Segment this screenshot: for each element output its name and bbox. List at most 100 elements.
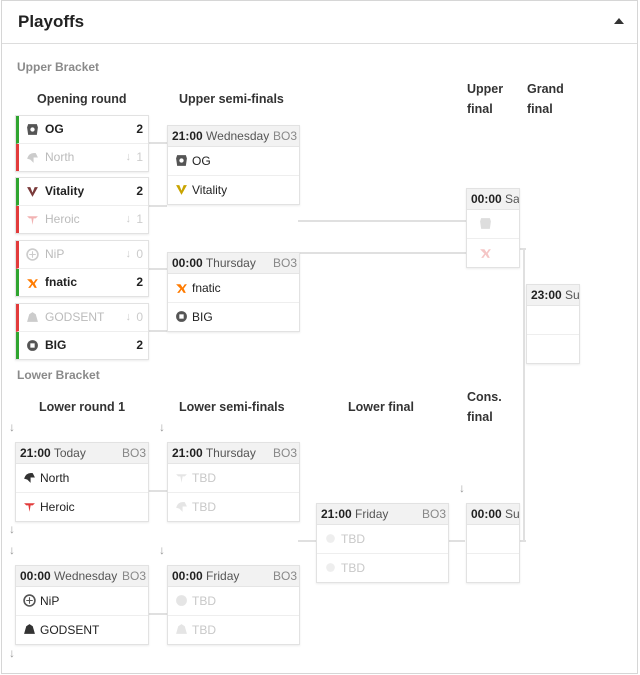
- match-format: BO3: [421, 507, 446, 521]
- download-icon: ↓: [125, 151, 132, 163]
- team-row[interactable]: BIG: [168, 303, 299, 331]
- team-row[interactable]: OG: [168, 147, 299, 176]
- nip-logo-icon: [23, 594, 36, 607]
- match-header: 00:00 Sat: [467, 189, 519, 210]
- connector-line: [523, 248, 525, 542]
- nip-logo-icon: [26, 248, 39, 261]
- team-row[interactable]: [467, 554, 519, 582]
- team-row[interactable]: [467, 210, 519, 239]
- opening-match-3[interactable]: NiP ↓ 0 fnatic 2: [15, 240, 149, 297]
- team-row[interactable]: TBD: [168, 493, 299, 521]
- match-format: BO3: [272, 256, 297, 270]
- team-row[interactable]: fnatic: [168, 274, 299, 303]
- match-time: 23:00: [531, 288, 562, 302]
- match-format: BO3: [121, 446, 146, 460]
- match-day: Sun: [505, 507, 519, 521]
- match-time: 00:00: [471, 507, 502, 521]
- team-name: BIG: [192, 310, 213, 324]
- team-score: 2: [136, 338, 143, 352]
- heroic-logo-icon: [24, 503, 35, 512]
- upper-final-match[interactable]: 00:00 Sat: [466, 188, 520, 268]
- team-row[interactable]: Heroic ↓ 1: [16, 206, 148, 233]
- team-name: TBD: [341, 561, 365, 575]
- team-row[interactable]: Vitality: [168, 176, 299, 204]
- match-day: Friday: [206, 569, 240, 583]
- team-row[interactable]: BIG 2: [16, 332, 148, 359]
- download-icon: ↓: [125, 213, 132, 225]
- team-row[interactable]: Heroic: [16, 493, 148, 521]
- team-name: TBD: [192, 471, 216, 485]
- team-row[interactable]: North: [16, 464, 148, 493]
- team-name: North: [40, 471, 70, 485]
- col-grand-final-2: final: [527, 102, 553, 116]
- team-row[interactable]: [467, 239, 519, 267]
- match-header: 00:00 Sun: [467, 504, 519, 525]
- connector-line: [518, 540, 526, 542]
- panel-title: Playoffs: [18, 12, 85, 31]
- connector-line: [147, 205, 167, 207]
- team-row[interactable]: Vitality 2: [16, 178, 148, 206]
- team-row[interactable]: [467, 525, 519, 554]
- opening-match-1[interactable]: OG 2 North ↓ 1: [15, 115, 149, 172]
- match-day: Sun: [565, 288, 579, 302]
- team-row[interactable]: fnatic 2: [16, 269, 148, 296]
- team-name: GODSENT: [45, 310, 105, 324]
- team-score: 1: [136, 150, 143, 164]
- team-row[interactable]: North ↓ 1: [16, 144, 148, 171]
- cons-final-match[interactable]: 00:00 Sun: [466, 503, 520, 583]
- col-upper-final-1: Upper: [467, 82, 504, 96]
- vitality-logo-icon: [27, 187, 38, 197]
- team-row[interactable]: GODSENT: [16, 616, 148, 644]
- opening-match-2[interactable]: Vitality 2 Heroic ↓ 1: [15, 177, 149, 234]
- match-format: BO3: [272, 129, 297, 143]
- team-name: TBD: [341, 532, 365, 546]
- arrow-down-icon: ↓: [459, 481, 465, 495]
- team-name: BIG: [45, 338, 67, 352]
- collapse-caret-icon[interactable]: [614, 18, 624, 24]
- connector-line: [147, 613, 167, 615]
- team-name: Vitality: [192, 183, 228, 197]
- team-row[interactable]: [527, 335, 579, 363]
- big-logo-icon: [176, 311, 187, 322]
- team-row[interactable]: OG 2: [16, 116, 148, 144]
- tbd-logo-icon: [176, 502, 187, 512]
- team-row[interactable]: TBD: [168, 587, 299, 616]
- connector-line: [147, 142, 167, 144]
- tbd-logo-icon: [326, 563, 335, 572]
- connector-line: [298, 252, 466, 254]
- team-row[interactable]: TBD: [168, 464, 299, 493]
- tbd-logo-icon: [480, 249, 491, 258]
- grand-final-match[interactable]: 23:00 Sun: [526, 284, 580, 364]
- col-upper-semis: Upper semi-finals: [179, 92, 284, 106]
- team-row[interactable]: TBD: [168, 616, 299, 644]
- team-name: GODSENT: [40, 623, 100, 637]
- team-name: NiP: [40, 594, 60, 608]
- team-row[interactable]: GODSENT ↓ 0: [16, 304, 148, 332]
- team-row[interactable]: TBD: [317, 554, 448, 582]
- opening-match-4[interactable]: GODSENT ↓ 0 BIG 2: [15, 303, 149, 360]
- team-row[interactable]: TBD: [317, 525, 448, 554]
- match-day: Thursday: [205, 446, 256, 460]
- match-day: Sat: [505, 192, 519, 206]
- team-score: 2: [136, 275, 143, 289]
- team-row[interactable]: NiP: [16, 587, 148, 616]
- match-time: 00:00: [20, 569, 51, 583]
- match-day: Wednesday: [54, 569, 118, 583]
- team-name: TBD: [192, 500, 216, 514]
- team-row[interactable]: [527, 306, 579, 335]
- panel-header[interactable]: Playoffs: [2, 1, 637, 44]
- arrow-down-icon: ↓: [9, 543, 15, 557]
- connector-line: [447, 540, 465, 542]
- team-row[interactable]: NiP ↓ 0: [16, 241, 148, 269]
- match-time: 21:00: [172, 129, 203, 143]
- team-score: 2: [136, 122, 143, 136]
